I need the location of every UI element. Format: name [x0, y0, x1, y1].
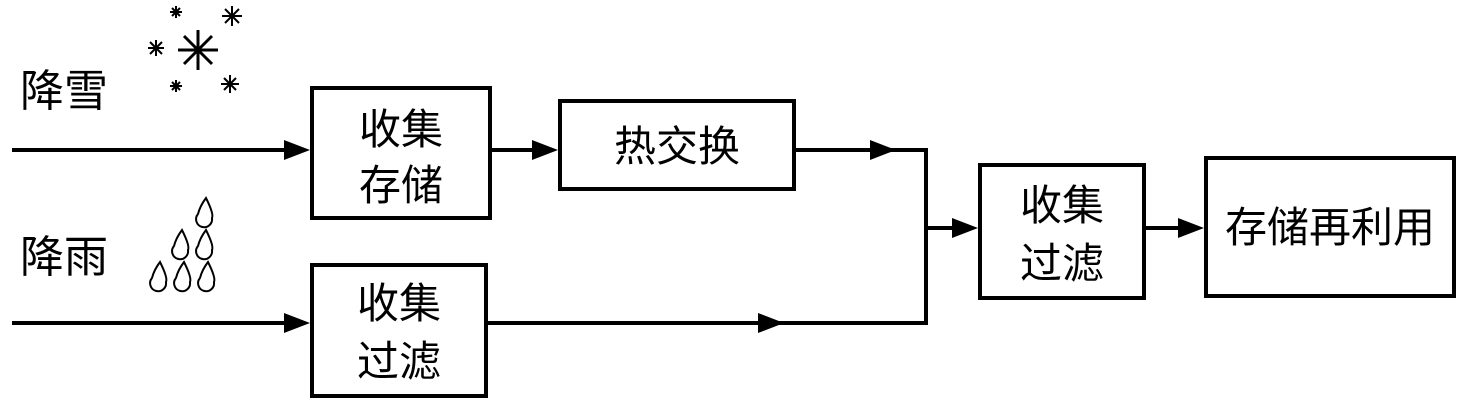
raindrop-icon [195, 228, 214, 261]
storage-reuse-box: 存储再利用 [1204, 156, 1456, 298]
arrow-icon [1178, 218, 1204, 238]
merge-collect-box: 收集 过滤 [978, 163, 1146, 300]
box-line-2: 过滤 [357, 337, 441, 386]
snowflake-small-icon [221, 75, 239, 93]
snow-label: 降雪 [20, 66, 108, 117]
arrow-icon [758, 313, 784, 333]
snowflake-small-icon [222, 6, 242, 26]
arrow-icon [952, 218, 978, 238]
arrow-icon [870, 140, 896, 160]
snowflake-small-icon [148, 40, 164, 56]
box-line-2: 过滤 [1020, 239, 1104, 288]
snowflake-small-icon [170, 6, 182, 18]
box-line-2: 存储 [359, 161, 443, 210]
raindrop-icon [195, 196, 214, 229]
box-label: 热交换 [614, 122, 740, 171]
arrow-icon [284, 313, 310, 333]
raindrop-icon [149, 260, 168, 293]
heat-to-merge-line [794, 148, 928, 230]
heat-exchange-box: 热交换 [558, 99, 796, 191]
box-label: 存储再利用 [1225, 203, 1435, 252]
snowflake-small-icon [170, 80, 182, 92]
arrow-icon [532, 140, 558, 160]
box-line-1: 收集 [359, 105, 443, 154]
rain-label: 降雨 [20, 232, 108, 283]
rain-to-merge-line [486, 228, 928, 325]
snowflake-large-icon [178, 30, 218, 70]
raindrop-icon [197, 260, 216, 293]
box-line-1: 收集 [1020, 181, 1104, 230]
raindrop-icon [173, 260, 192, 293]
snowflake-icon [148, 6, 242, 93]
raindrop-icon [149, 196, 216, 293]
snow-collect-box: 收集 存储 [310, 86, 492, 220]
raindrop-icon [171, 228, 190, 261]
arrow-icon [284, 140, 310, 160]
rain-collect-box: 收集 过滤 [310, 263, 488, 398]
box-line-1: 收集 [357, 279, 441, 328]
